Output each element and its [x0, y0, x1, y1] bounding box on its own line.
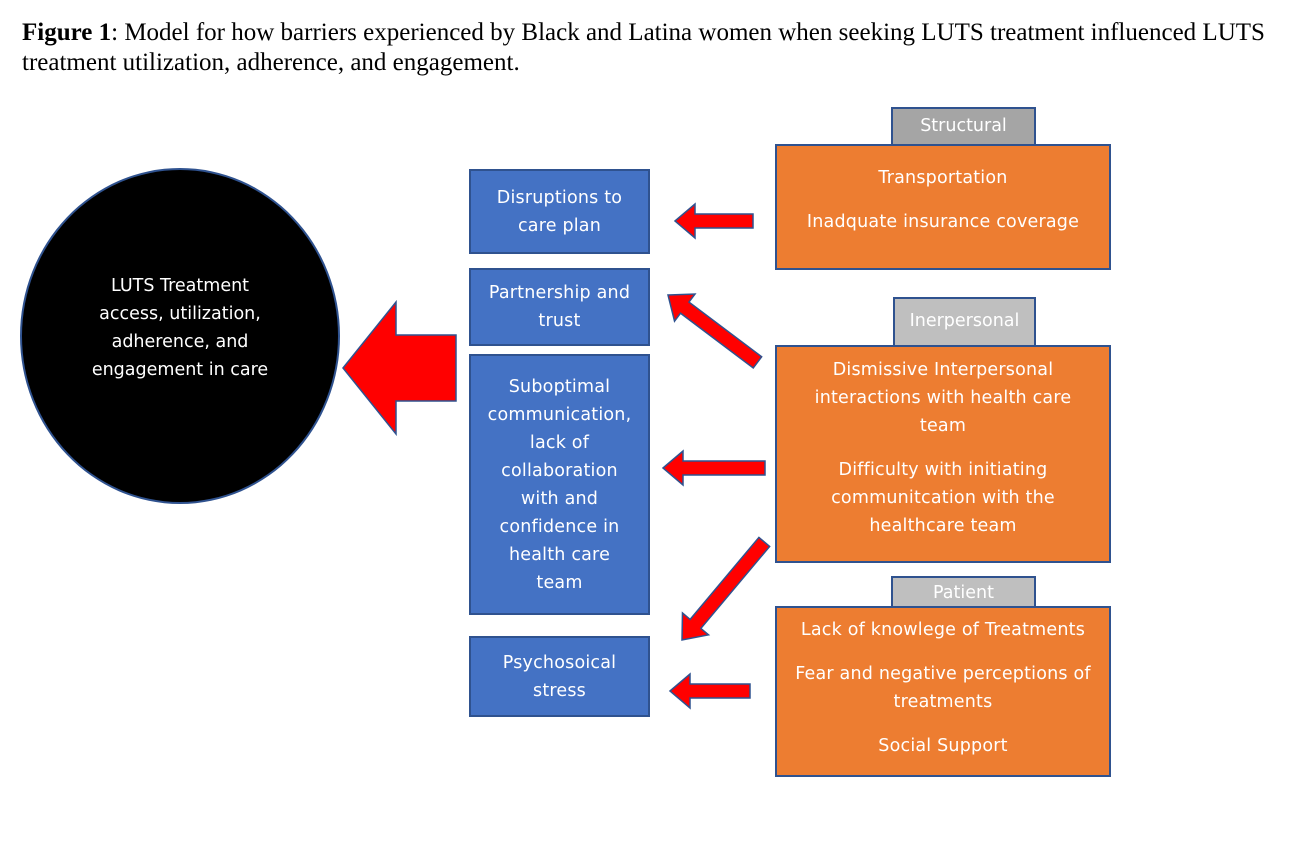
- figure-caption-text: : Model for how barriers experienced by …: [22, 19, 1265, 76]
- outcome-line: LUTS Treatment: [110, 276, 250, 296]
- barrier-item-line: Fear and negative perceptions of: [795, 664, 1091, 684]
- barrier-item-line: interactions with health care: [814, 388, 1072, 408]
- arrow-diagonal-partnership: [667, 293, 763, 370]
- mediator-line: confidence in: [499, 516, 620, 537]
- mediator-box-disruptions: Disruptions to care plan: [469, 169, 650, 254]
- outcome-line: engagement in care: [91, 360, 269, 380]
- category-tab-interpersonal: Inerpersonal: [893, 297, 1036, 345]
- mediator-line: stress: [533, 680, 586, 701]
- outcome-text: LUTS Treatment access, utilization, adhe…: [60, 272, 300, 384]
- mediator-line: Partnership and: [488, 283, 631, 303]
- mediator-line: communication,: [487, 404, 632, 425]
- barrier-item: Inadquate insurance coverage: [806, 212, 1080, 232]
- arrow-left-structural: [673, 202, 754, 240]
- mediator-box-partnership: Partnership and trust: [469, 268, 650, 346]
- mediator-line: health care: [508, 544, 611, 565]
- barrier-item-line: Lack of knowlege of Treatments: [800, 620, 1086, 640]
- arrow-left-communication: [661, 449, 766, 487]
- outcome-line: access, utilization,: [99, 304, 261, 324]
- barrier-item-line: team: [919, 416, 967, 436]
- outcome-circle: [20, 168, 340, 504]
- figure-label: Figure 1: [22, 19, 112, 46]
- arrow-diagonal-stress: [681, 536, 771, 641]
- barrier-box-interpersonal: Dismissive Interpersonal interactions wi…: [775, 345, 1111, 563]
- mediator-line: trust: [538, 311, 581, 331]
- mediator-line: with and: [520, 488, 599, 509]
- barrier-item: Transportation: [878, 168, 1008, 188]
- barrier-box-patient: Lack of knowlege of Treatments Fear and …: [775, 606, 1111, 777]
- mediator-line: collaboration: [501, 460, 618, 481]
- mediator-line: Suboptimal: [508, 376, 611, 397]
- barrier-item-line: Dismissive Interpersonal: [832, 360, 1054, 380]
- arrow-left-patient: [668, 672, 751, 710]
- mediator-line: team: [536, 572, 583, 593]
- mediator-line: care plan: [517, 215, 602, 236]
- category-tab-patient: Patient: [891, 576, 1036, 607]
- barrier-item-line: Social Support: [878, 736, 1008, 756]
- mediator-line: lack of: [529, 432, 590, 453]
- barrier-box-structural: Transportation Inadquate insurance cover…: [775, 144, 1111, 270]
- category-tab-structural: Structural: [891, 107, 1036, 144]
- mediator-line: Psychosoical: [502, 652, 617, 673]
- mediator-box-stress: Psychosoical stress: [469, 636, 650, 717]
- figure-caption: Figure 1: Model for how barriers experie…: [22, 18, 1272, 78]
- barrier-item-line: Difficulty with initiating: [838, 460, 1048, 480]
- barrier-item-line: treatments: [893, 692, 993, 712]
- mediator-line: Disruptions to: [496, 187, 623, 208]
- mediator-box-communication: Suboptimal communication, lack of collab…: [469, 354, 650, 615]
- outcome-line: adherence, and: [111, 332, 249, 352]
- barrier-item-line: communitcation with the: [831, 488, 1055, 508]
- barrier-item-line: healthcare team: [869, 516, 1017, 536]
- big-arrow-left: [342, 299, 457, 437]
